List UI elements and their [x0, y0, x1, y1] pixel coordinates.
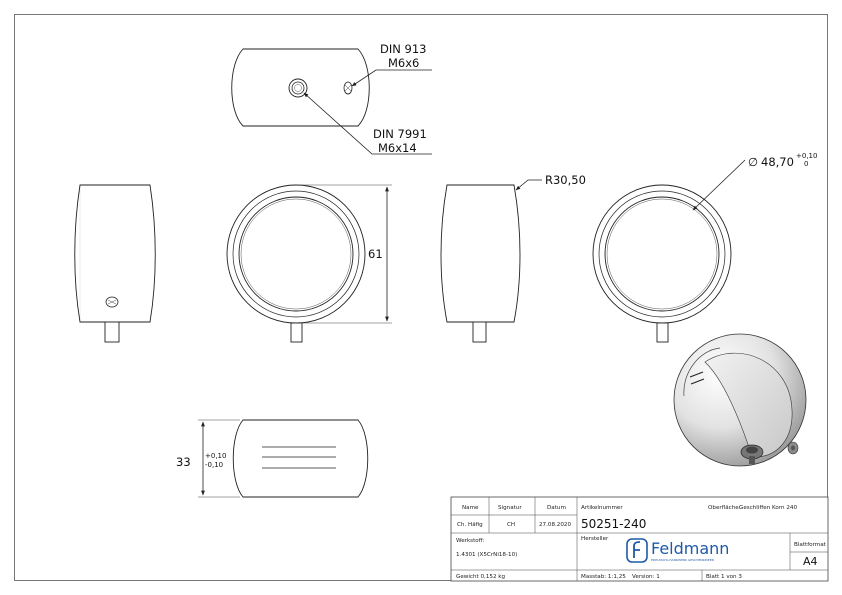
drafter-name: Ch. Häfig	[457, 522, 483, 528]
diameter-tolerance-upper: +0,10	[796, 152, 817, 160]
sheet-frame	[14, 14, 828, 581]
material-value: 1.4301 (X5CrNi18-10)	[456, 552, 517, 558]
countersunk-hole	[288, 78, 308, 98]
sheet-number: Blatt 1 von 3	[706, 574, 742, 580]
drawing-date: 27.08.2020	[539, 522, 571, 528]
feldmann-logo: Feldmann EDELSTAHL-HANDWERK GESCHENKIDEE…	[626, 538, 729, 563]
weight: Gewicht 0,152 kg	[456, 574, 506, 580]
front-view: 61	[226, 184, 392, 343]
left-side-view	[74, 184, 156, 343]
diameter-tolerance-lower: 0	[804, 160, 808, 168]
format-label: Blattformat	[794, 542, 827, 548]
surface-value: Geschliffen Korn 240	[739, 505, 797, 511]
dimension-diameter: 48,70	[761, 155, 794, 169]
article-number: 50251-240	[581, 517, 646, 531]
header-surface: Oberfläche:	[708, 505, 741, 511]
header-name: Name	[462, 505, 479, 511]
svg-text:EDELSTAHL-HANDWERK GESCHENKIDE: EDELSTAHL-HANDWERK GESCHENKIDEEN	[651, 558, 714, 562]
dimension-height: 61	[368, 247, 383, 261]
top-view: DIN 913 M6x6 DIN 7991 M6x14	[231, 42, 432, 155]
width-tolerance-lower: -0,10	[205, 461, 223, 469]
format-value: A4	[803, 555, 818, 568]
version: Version: 1	[632, 574, 660, 580]
material-label: Werkstoff:	[456, 538, 485, 544]
right-side-view: R30,50	[440, 173, 586, 343]
screw-head-render	[740, 444, 764, 464]
header-date: Datum	[547, 505, 566, 511]
section-view: ∅ 48,70 +0,10 0	[592, 152, 817, 343]
title-block: Name Signatur Datum Artikelnummer Oberfl…	[450, 496, 829, 582]
callout-din913-line2: M6x6	[388, 56, 419, 70]
bottom-view: 33 +0,10 -0,10	[176, 419, 369, 498]
header-article-number: Artikelnummer	[581, 505, 623, 511]
grub-screw-render	[787, 441, 799, 455]
side-screw-head	[105, 296, 119, 308]
callout-din913-line1: DIN 913	[380, 42, 426, 56]
dimension-radius: R30,50	[545, 173, 586, 187]
scale: Masstab: 1:1,25	[581, 574, 626, 580]
grub-screw-hole	[343, 81, 353, 95]
callout-din7991-line1: DIN 7991	[373, 127, 427, 141]
dimension-width: 33	[176, 455, 191, 469]
width-tolerance-upper: +0,10	[205, 452, 226, 460]
manufacturer-label: Hersteller	[581, 536, 609, 542]
callout-din7991-line2: M6x14	[378, 141, 417, 155]
header-signature: Signatur	[498, 505, 522, 511]
isometric-render	[673, 333, 807, 467]
svg-text:Feldmann: Feldmann	[651, 539, 729, 558]
drafter-signature: CH	[507, 522, 515, 528]
diameter-symbol: ∅	[748, 155, 758, 169]
